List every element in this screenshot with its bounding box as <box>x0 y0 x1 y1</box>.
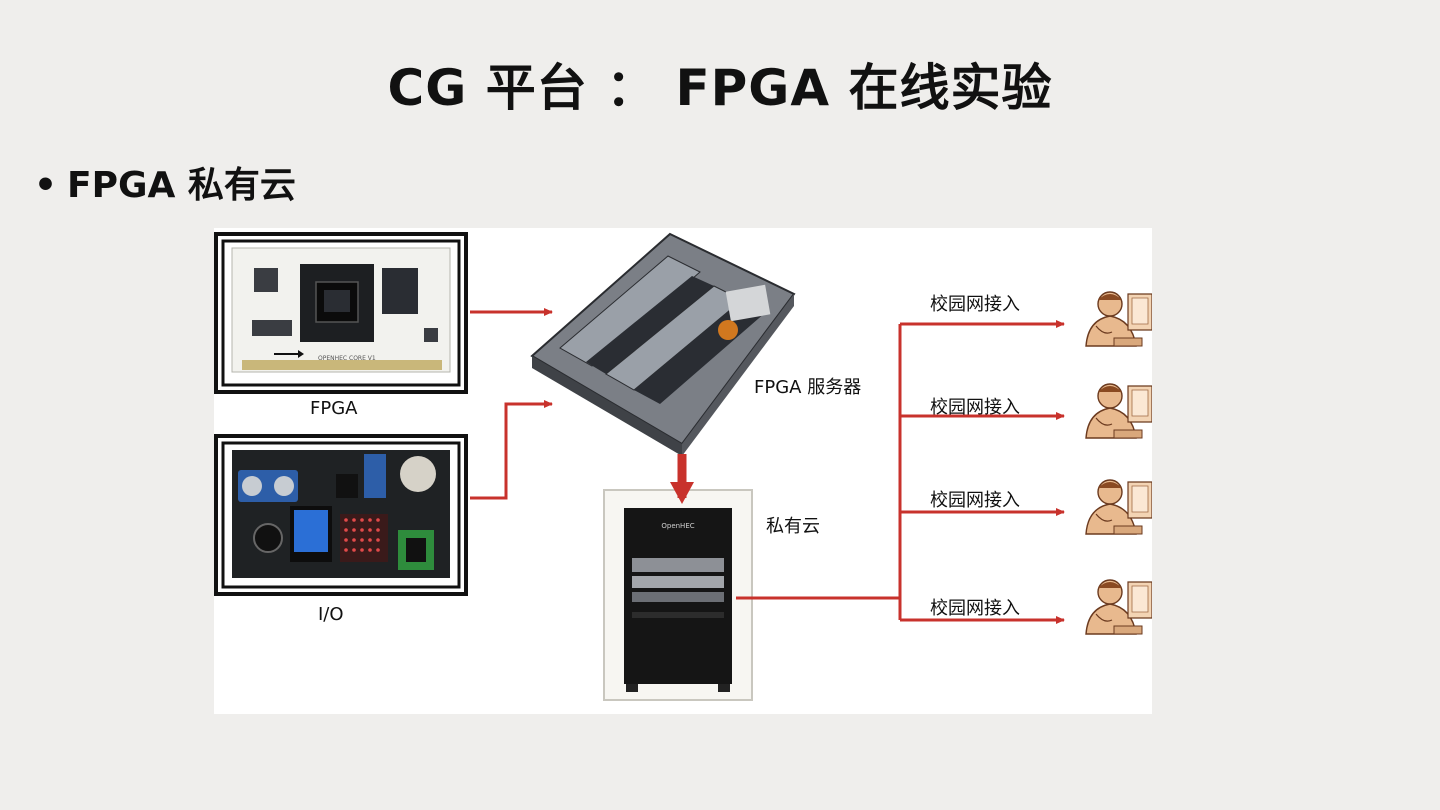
board-silkscreen: OPENHEC CORE V1 <box>318 355 376 362</box>
bullet-item: •FPGA 私有云 <box>34 156 296 208</box>
campus-label-2: 校园网接入 <box>930 397 1020 418</box>
bullet-dot: • <box>34 165 58 206</box>
user-icon-2 <box>1085 383 1152 439</box>
cloud-label: 私有云 <box>766 516 820 537</box>
cloud-cabinet-image: OpenHEC <box>603 489 753 701</box>
io-board-image <box>214 434 468 596</box>
io-label: I/O <box>318 604 344 625</box>
campus-label-1: 校园网接入 <box>930 294 1020 315</box>
server-label: FPGA 服务器 <box>754 377 862 398</box>
arrow-io-to-server <box>470 400 553 500</box>
slide-title: CG 平台 ： FPGA 在线实验 <box>387 59 1053 117</box>
fpga-label: FPGA <box>310 398 358 419</box>
arrow-server-to-cloud-head <box>670 482 694 504</box>
campus-label-3: 校园网接入 <box>930 490 1020 511</box>
diagram-canvas: OPENHEC CORE V1 <box>214 232 1152 701</box>
connection-arrows <box>470 308 1065 624</box>
fpga-server-image <box>530 232 796 456</box>
user-icon-3 <box>1085 479 1152 535</box>
campus-label-4: 校园网接入 <box>930 598 1020 619</box>
cabinet-brand: OpenHEC <box>661 522 694 530</box>
user-icon-4 <box>1085 579 1152 635</box>
fpga-board-image: OPENHEC CORE V1 <box>214 232 468 394</box>
user-icon-1 <box>1085 291 1152 347</box>
bullet-text: FPGA 私有云 <box>67 165 296 206</box>
architecture-diagram: OPENHEC CORE V1 <box>214 228 1152 714</box>
